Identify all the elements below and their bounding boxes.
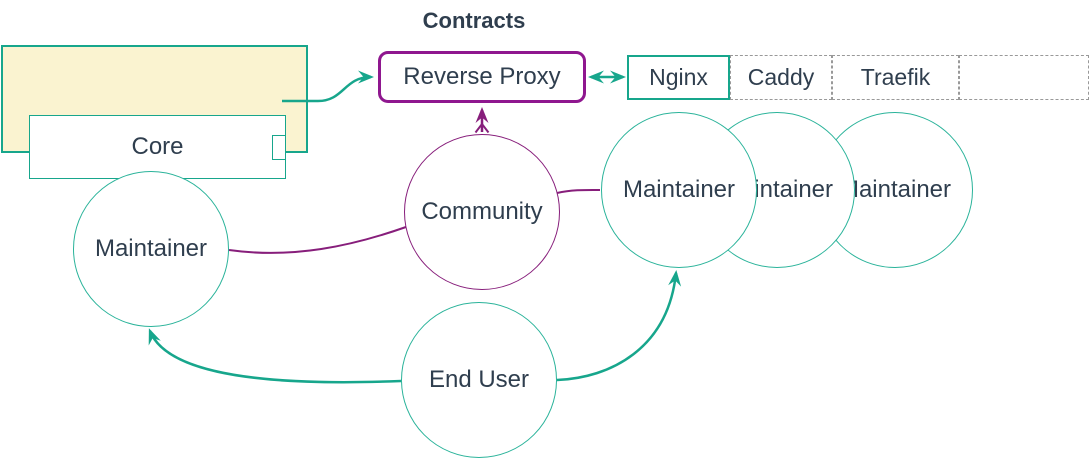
edge-community-to-maintainer-right xyxy=(556,188,601,194)
edge-enduser-to-maintainer-left xyxy=(148,328,402,384)
circle-maintainer-left: Maintainer xyxy=(73,171,229,327)
traefik-label: Traefik xyxy=(860,64,931,90)
reverse-proxy-label: Reverse Proxy xyxy=(403,63,561,90)
cell-empty xyxy=(959,55,1089,100)
core-label: Core xyxy=(131,133,184,160)
cell-traefik: Traefik xyxy=(832,55,959,100)
nginx-label: Nginx xyxy=(649,64,708,90)
contracts-title: Contracts xyxy=(422,8,526,33)
maintainer-right-3-label: Maintainer xyxy=(838,176,952,203)
caddy-label: Caddy xyxy=(747,64,815,90)
core-group-box: Core xyxy=(1,45,308,179)
circle-end-user: End User xyxy=(401,302,557,458)
core-node: Core xyxy=(29,115,286,179)
cell-nginx: Nginx xyxy=(627,55,730,100)
end-user-label: End User xyxy=(428,366,530,393)
circle-maintainer-right-1: Maintainer xyxy=(601,112,757,268)
cell-caddy: Caddy xyxy=(730,55,832,100)
maintainer-right-1-label: Maintainer xyxy=(622,176,736,203)
maintainer-left-label: Maintainer xyxy=(94,235,208,262)
edge-community-source-chevron xyxy=(474,122,490,134)
edge-community-to-maintainer-left xyxy=(228,226,407,254)
community-label: Community xyxy=(421,198,543,225)
edge-enduser-to-maintainer-right xyxy=(556,270,682,382)
core-connection-port xyxy=(272,135,286,160)
reverse-proxy-node: Reverse Proxy xyxy=(378,51,586,103)
circle-community: Community xyxy=(404,134,560,290)
